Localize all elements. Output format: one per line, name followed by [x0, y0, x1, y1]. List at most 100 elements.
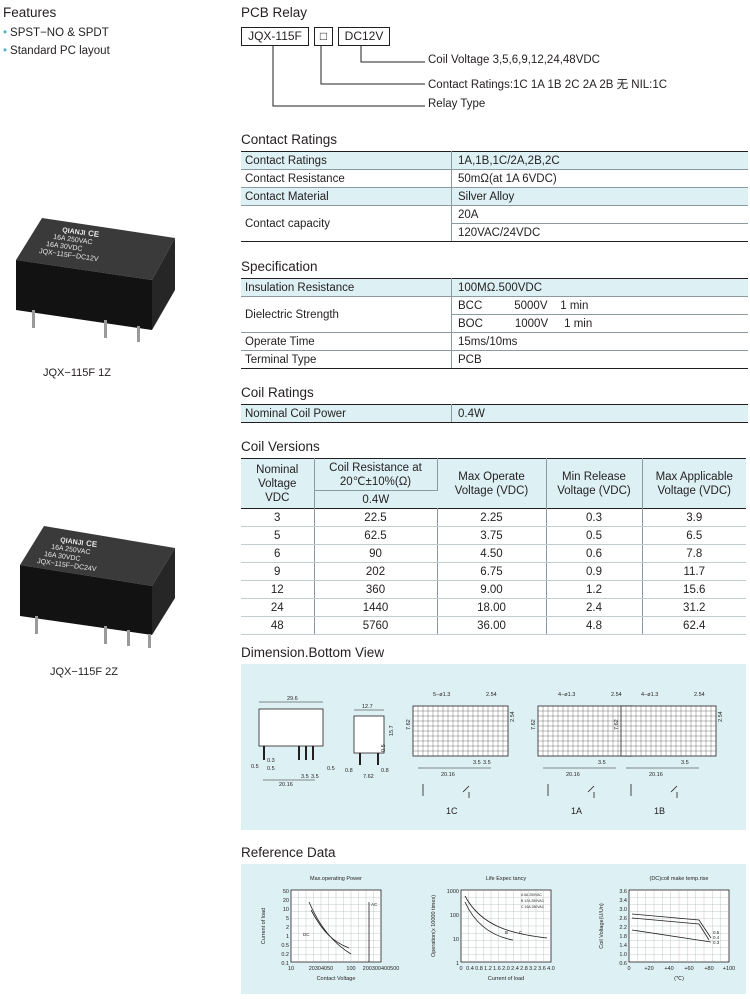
- x-tick-label: 2.0: [502, 966, 510, 972]
- contact-ratings-legend: Contact Ratings:1C 1A 1B 2C 2A 2B 无 NIL:…: [428, 79, 668, 91]
- dim-label: 0.8: [345, 768, 353, 774]
- x-axis-label: Contact Voltage: [317, 976, 356, 982]
- series-line: [310, 909, 350, 949]
- relay-1z-image: QIANJI CE 16A 250VAC 16A 30VDC JQX−115F−…: [16, 218, 175, 342]
- y-axis-label: Coil Voltage(U/Un): [599, 903, 605, 949]
- x-tick-label: 4.0: [547, 966, 555, 972]
- dim-label: 3.5: [681, 760, 689, 766]
- curve-label: DC: [303, 932, 310, 937]
- dim-label: 20.16: [441, 772, 455, 778]
- svg-text:CE: CE: [87, 229, 100, 240]
- coil-ratings-title: Coil Ratings: [241, 385, 314, 400]
- dim-label: 0.5: [267, 766, 275, 772]
- dim-label: 2.54: [718, 711, 724, 722]
- series-line: [631, 929, 712, 943]
- hole-label: 5−ø1.3: [433, 692, 450, 698]
- relay-type-legend: Relay Type: [428, 98, 486, 110]
- table-row: 120VAC/24VDC: [241, 223, 748, 242]
- x-axis-label: Current of load: [488, 976, 524, 982]
- y-tick-label: 1.0: [619, 952, 627, 958]
- grid-label: 1B: [654, 806, 665, 816]
- dim-label: 12.7: [362, 704, 373, 710]
- y-tick-label: 5: [286, 916, 289, 922]
- dim-label: 3.5: [301, 774, 309, 780]
- relay-brand: QIANJI: [60, 537, 84, 547]
- legend-entry: A 5A 250VAC: [521, 893, 542, 897]
- coil-versions-title: Coil Versions: [241, 439, 320, 454]
- x-tick-label: 10: [288, 966, 294, 972]
- dimension-drawing: 29.6 0.5 0.3 0.5 0.5 3.5 3.5 20.16 12.7 …: [251, 692, 724, 816]
- series-line: [631, 913, 712, 939]
- y-tick-label: 0.2: [281, 952, 289, 958]
- curve-label: C: [519, 930, 523, 935]
- y-tick-label: 100: [450, 913, 459, 919]
- contact-rating-box: □: [314, 27, 333, 46]
- relay-1z-caption: JQX−115F 1Z: [43, 367, 111, 379]
- hole-label: 4−ø1.3: [558, 692, 575, 698]
- dimension-panel: 29.6 0.5 0.3 0.5 0.5 3.5 3.5 20.16 12.7 …: [241, 664, 746, 830]
- curve-label: 0.5: [713, 930, 720, 935]
- y-tick-label: 0.6: [619, 961, 627, 967]
- x-tick-label: 0: [627, 966, 630, 972]
- x-tick-label: 200300400500: [363, 966, 400, 972]
- relay-2z-caption: JQX−115F 2Z: [50, 666, 118, 678]
- y-tick-label: 10: [283, 907, 289, 913]
- y-tick-label: 1000: [447, 889, 459, 895]
- dim-label: 3.5: [311, 774, 319, 780]
- dim-label: 0.5: [381, 744, 387, 752]
- x-tick-label: 0.8: [475, 966, 483, 972]
- y-tick-label: 1.8: [619, 934, 627, 940]
- series-line: [464, 895, 548, 939]
- dim-label: 29.6: [287, 696, 298, 702]
- dim-label: 15.7: [389, 725, 395, 736]
- x-tick-label: 0.4: [466, 966, 474, 972]
- x-tick-label: 3.6: [538, 966, 546, 972]
- y-tick-label: 0.1: [281, 961, 289, 967]
- x-tick-label: +20: [644, 966, 653, 972]
- chart-title: Life Expec tancy: [486, 876, 527, 882]
- y-tick-label: 3.4: [619, 898, 627, 904]
- y-tick-label: 1: [286, 934, 289, 940]
- curve-label: B: [505, 930, 508, 935]
- y-axis-label: Current of load: [261, 908, 267, 944]
- x-tick-label: 1.2: [484, 966, 492, 972]
- x-tick-label: 20304050: [309, 966, 333, 972]
- dim-label: 0.5: [251, 764, 259, 770]
- feature-item: •Standard PC layout: [3, 45, 110, 57]
- y-tick-label: 0.5: [281, 943, 289, 949]
- relay-type-box: JQX-115F: [241, 27, 309, 46]
- dim-label: 20.16: [566, 772, 580, 778]
- relay-2z-image: QIANJI CE 16A 250VAC 16A 30VDC JQX−115F−…: [20, 526, 175, 648]
- y-tick-label: 10: [453, 937, 459, 943]
- dim-label: 7.62: [614, 719, 620, 730]
- legend-entry: C 16A 280VAC: [521, 905, 545, 909]
- grid-label: 1A: [571, 806, 582, 816]
- legend-entry: B 12A 250VAC: [521, 899, 545, 903]
- hole-label: 4−ø1.3: [641, 692, 658, 698]
- table-header-row: 0.4W: [241, 490, 746, 509]
- dim-label: 7.62: [406, 719, 412, 730]
- dim-label: 2.54: [486, 692, 497, 698]
- coil-versions-table: Nominal Voltage VDC Coil Resistance at 2…: [241, 458, 746, 635]
- x-tick-label: +60: [684, 966, 693, 972]
- x-tick-label: +80: [704, 966, 713, 972]
